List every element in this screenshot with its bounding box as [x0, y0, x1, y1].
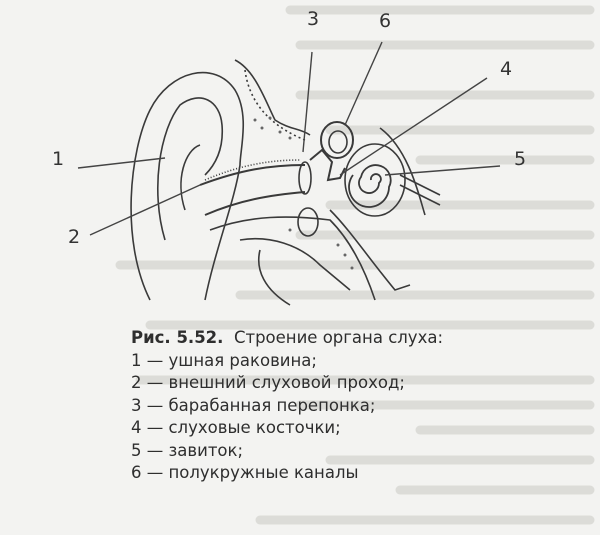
eardrum [298, 161, 312, 195]
label-3: 3 [307, 8, 320, 30]
label-6: 6 [379, 10, 392, 32]
caption-item: 6 — полукружные каналы [131, 463, 359, 482]
figure-title: Строение органа слуха: [233, 328, 444, 347]
ossicles [309, 148, 346, 182]
label-1: 1 [52, 148, 65, 170]
label-5: 5 [514, 148, 527, 170]
label-2: 2 [68, 226, 81, 248]
auricle [130, 71, 245, 301]
caption-item: 4 — слуховые косточки; [131, 418, 341, 437]
label-4: 4 [500, 58, 513, 80]
caption-item: 3 — барабанная перепонка; [131, 395, 376, 415]
figure-number: Рис. 5.52. [131, 328, 224, 347]
ear-structure-diagram [77, 41, 501, 306]
caption-item: 2 — внешний слуховой проход; [131, 373, 405, 392]
ear-canal [199, 164, 306, 186]
caption-title-row: Рис. 5.52. Строение органа слуха: [131, 327, 443, 350]
cochlea [344, 143, 406, 217]
leader-line-6 [344, 41, 383, 126]
figure-caption: Рис. 5.52. Строение органа слуха: 1 — уш… [131, 327, 443, 485]
semicircular-canals [320, 121, 354, 159]
caption-item: 1 — ушная раковина; [131, 350, 317, 370]
leader-line-3 [302, 51, 313, 153]
leader-line-1 [77, 157, 166, 169]
leader-line-2 [89, 184, 201, 236]
leader-line-4 [339, 77, 488, 176]
caption-item: 5 — завиток; [131, 440, 244, 460]
leader-line-5 [384, 165, 501, 176]
